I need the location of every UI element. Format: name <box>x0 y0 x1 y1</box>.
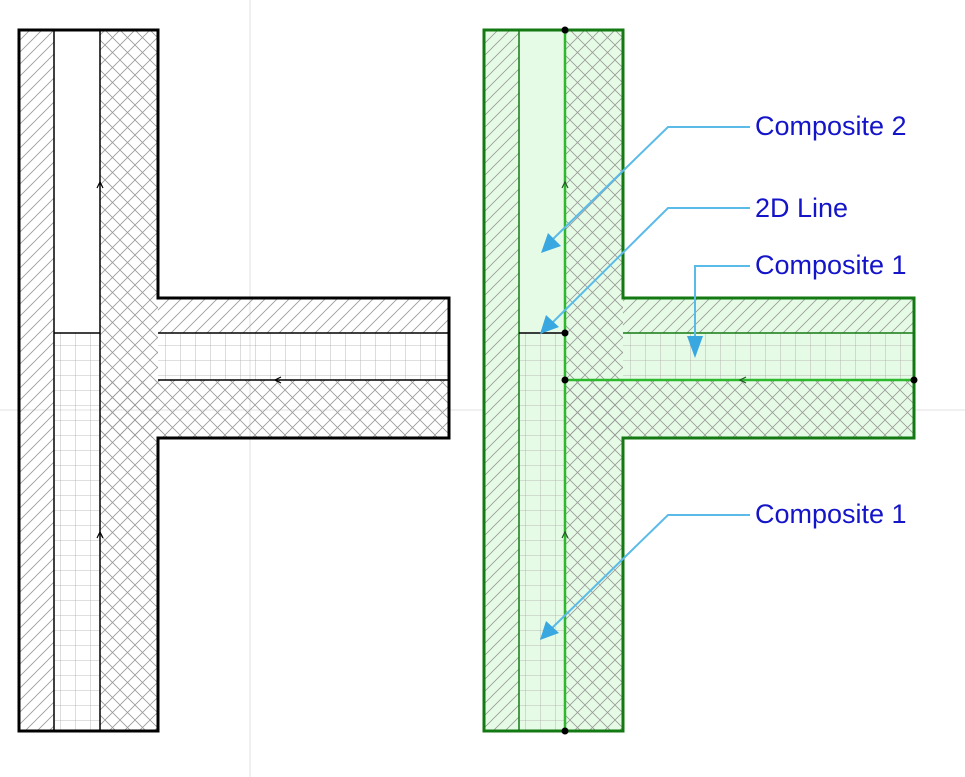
label-composite-2[interactable]: Composite 2 <box>755 111 907 141</box>
label-2d-line[interactable]: 2D Line <box>755 193 849 223</box>
label-composite-1-main[interactable]: Composite 1 <box>755 499 907 529</box>
node-handles[interactable] <box>561 26 918 735</box>
wall-junction-selected[interactable] <box>482 26 918 735</box>
direction-arrow-icon <box>561 180 747 539</box>
direction-arrow-icon <box>96 180 282 539</box>
leader-arrowhead-icon <box>540 233 703 640</box>
label-composite-1-branch[interactable]: Composite 1 <box>755 250 907 280</box>
wall-junction-unselected[interactable] <box>17 28 451 733</box>
label-leaders <box>549 126 750 631</box>
